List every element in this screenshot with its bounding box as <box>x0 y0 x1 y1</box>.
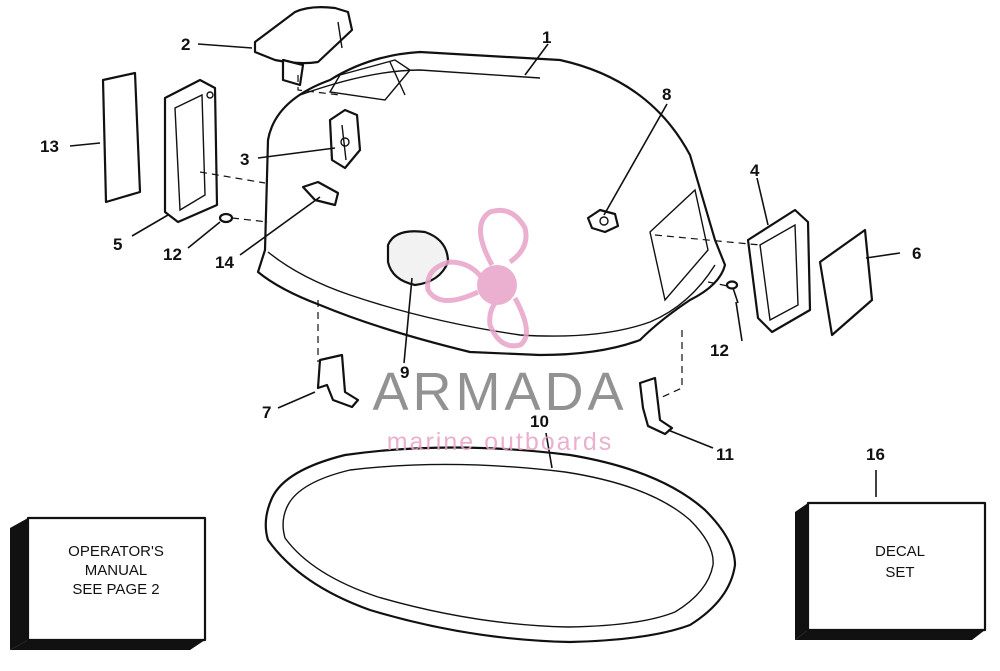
callout-12-left: 12 <box>163 245 182 264</box>
callout-4: 4 <box>750 161 760 180</box>
callout-13: 13 <box>40 137 59 156</box>
callout-labels: 1 2 3 4 5 6 7 8 9 10 11 12 12 13 14 16 <box>40 28 921 464</box>
propeller-logo-icon <box>425 207 529 349</box>
decal-set-box: DECAL SET <box>795 501 987 640</box>
top-cap <box>253 6 354 87</box>
watermark-subtitle: marine outboards <box>387 428 614 456</box>
rear-frame <box>746 208 812 334</box>
callout-11: 11 <box>716 445 734 464</box>
decal-line-2: SET <box>885 564 914 581</box>
decal-line-1: DECAL <box>875 543 925 560</box>
bracket-left <box>316 353 360 409</box>
rear-plate <box>818 228 874 337</box>
screw-left <box>218 212 234 224</box>
callout-14: 14 <box>215 253 234 272</box>
small-clip <box>301 180 340 207</box>
callout-7: 7 <box>262 403 271 422</box>
cowl-opening <box>649 188 709 302</box>
callout-3: 3 <box>240 150 249 169</box>
callout-6: 6 <box>912 244 921 263</box>
motor-cover <box>256 50 727 357</box>
seal-ring <box>264 446 737 644</box>
grommet <box>586 208 620 234</box>
manual-line-2: MANUAL <box>85 562 148 579</box>
watermark-title: ARMADA <box>372 362 627 422</box>
armada-watermark: ARMADA marine outboards <box>372 207 627 456</box>
leader-lines <box>69 43 901 497</box>
callout-16: 16 <box>866 445 885 464</box>
callout-1: 1 <box>542 28 551 47</box>
callout-9: 9 <box>400 363 409 382</box>
callout-10: 10 <box>530 412 549 431</box>
side-plate <box>101 71 142 204</box>
manual-line-3: SEE PAGE 2 <box>72 581 159 598</box>
assembly-lines <box>199 75 761 399</box>
operators-manual-box: OPERATOR'S MANUAL SEE PAGE 2 <box>10 516 207 650</box>
callout-5: 5 <box>113 235 122 254</box>
callout-12-right: 12 <box>710 341 729 360</box>
callout-2: 2 <box>181 35 190 54</box>
callout-8: 8 <box>662 85 671 104</box>
latch <box>328 108 362 170</box>
screw-right <box>725 280 739 304</box>
side-frame <box>163 78 219 224</box>
manual-line-1: OPERATOR'S <box>68 543 164 560</box>
bracket-right <box>638 376 674 436</box>
